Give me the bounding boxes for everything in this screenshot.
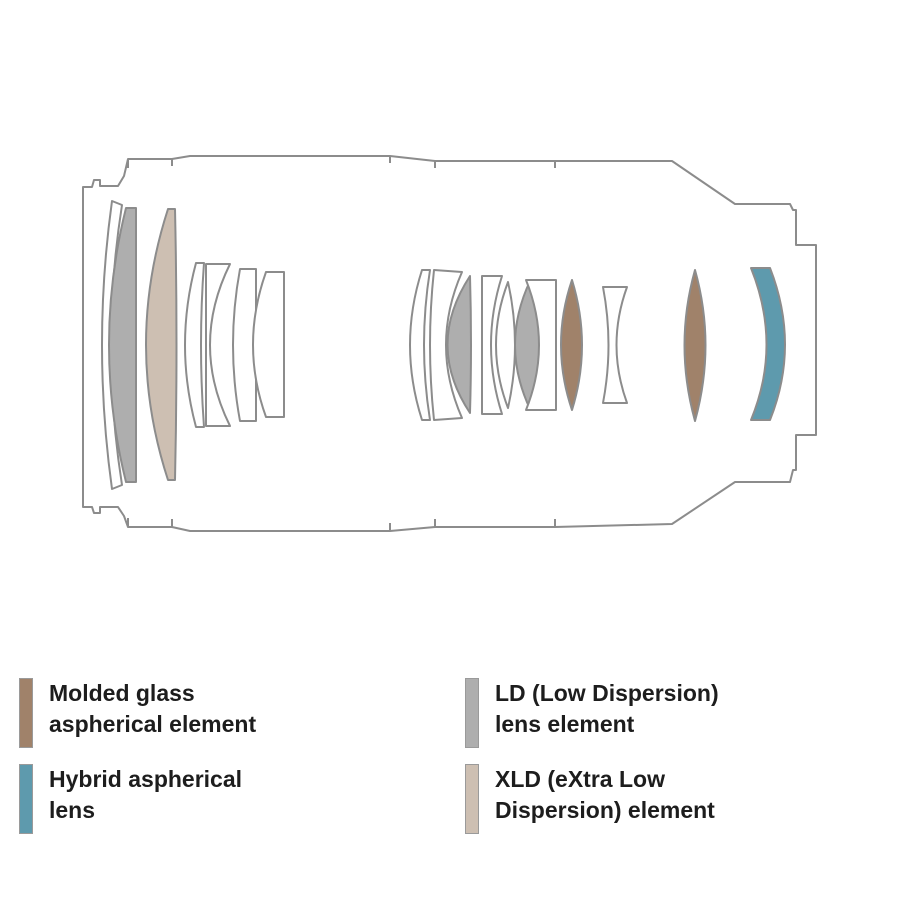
- lens-construction-diagram: [82, 155, 817, 532]
- legend-item-xld: XLD (eXtra Low Dispersion) element: [465, 764, 755, 834]
- group2-element-1: [184, 262, 205, 428]
- legend-label-line1: LD (Low Dispersion): [495, 680, 719, 706]
- front-element-3: [145, 208, 178, 481]
- group4-element-1: [602, 286, 628, 404]
- group3-element-5: [495, 281, 516, 409]
- legend-swatch-xld: [465, 764, 479, 834]
- group2-element-2: [204, 263, 231, 427]
- legend-label-line1: Hybrid aspherical: [49, 766, 243, 792]
- group3-element-1: [409, 269, 431, 421]
- legend-label-line2: lens: [49, 797, 96, 823]
- legend-item-molded-glass-aspherical: Molded glass aspherical element: [19, 678, 309, 748]
- legend-label-line2: Dispersion) element: [495, 797, 715, 823]
- group3-element-2: [429, 269, 463, 421]
- legend-label-line2: aspherical element: [49, 711, 257, 737]
- legend-label: XLD (eXtra Low Dispersion) element: [495, 764, 755, 826]
- legend-label: Hybrid aspherical lens: [49, 764, 309, 826]
- front-element-2: [108, 207, 138, 483]
- rear-element: [750, 267, 786, 421]
- legend-label-line1: XLD (eXtra Low: [495, 766, 665, 792]
- group3-element-4: [480, 275, 503, 415]
- group3-element-7: [525, 279, 557, 411]
- legend-label: Molded glass aspherical element: [49, 678, 309, 740]
- legend-swatch-hybrid: [19, 764, 33, 834]
- group3-element-8: [560, 279, 583, 411]
- lens-barrel-outline: [82, 155, 817, 532]
- legend-label: LD (Low Dispersion) lens element: [495, 678, 755, 740]
- group5-element-1: [683, 269, 707, 422]
- legend-label-line1: Molded glass: [49, 680, 195, 706]
- legend-swatch-ld: [465, 678, 479, 748]
- legend-label-line2: lens element: [495, 711, 635, 737]
- group2-element-4: [252, 271, 285, 418]
- group3-element-3: [446, 275, 472, 414]
- legend-item-hybrid-aspherical: Hybrid aspherical lens: [19, 764, 309, 834]
- legend-swatch-molded-glass: [19, 678, 33, 748]
- legend-item-ld: LD (Low Dispersion) lens element: [465, 678, 755, 748]
